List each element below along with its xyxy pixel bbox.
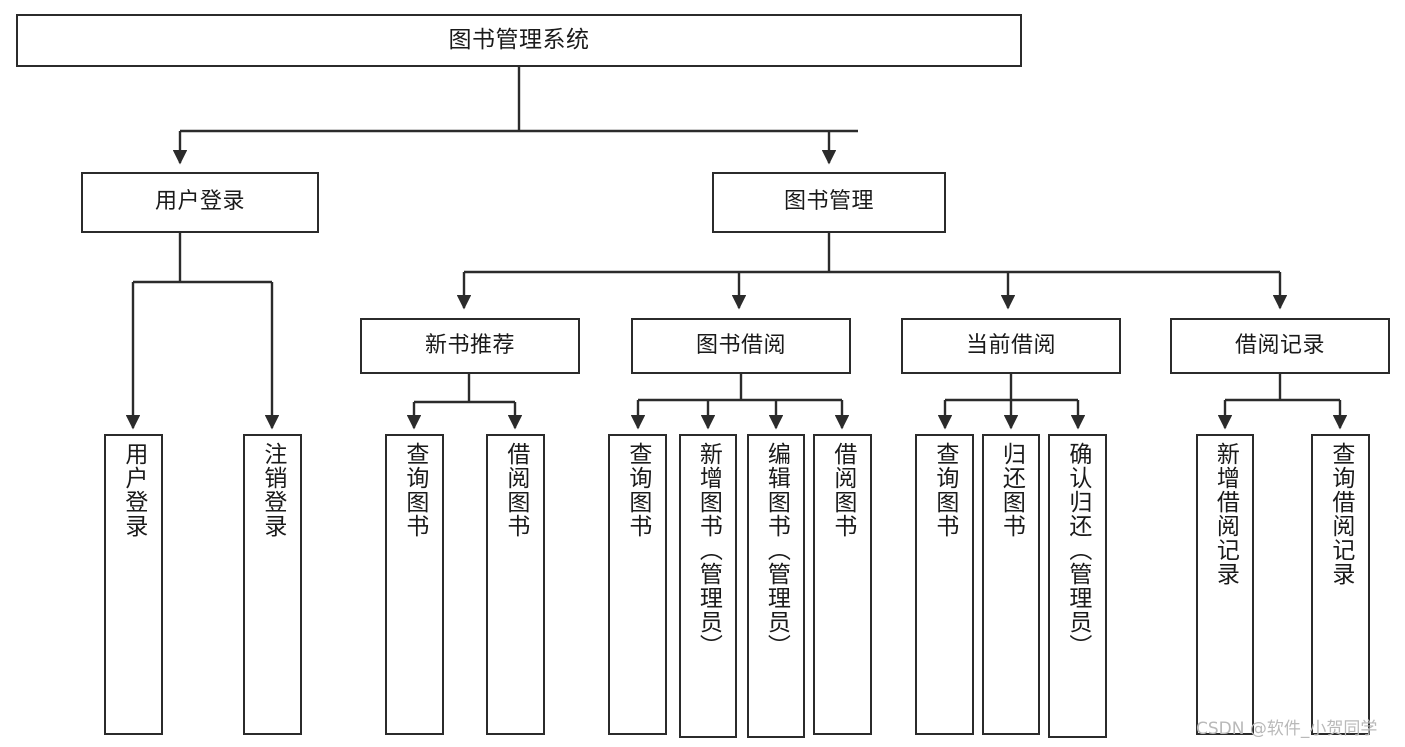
node-label: 归还图书	[998, 442, 1025, 538]
node-label: 用户登录	[154, 189, 245, 215]
node-root-system[interactable]: 图书管理系统	[16, 14, 1022, 67]
node-leaf-user-login[interactable]: 用户登录	[104, 434, 163, 735]
node-label: 借阅记录	[1234, 332, 1325, 358]
node-current-borrow[interactable]: 当前借阅	[901, 318, 1121, 374]
node-book-manage[interactable]: 图书管理	[712, 172, 946, 233]
node-label: 查询图书	[624, 442, 651, 538]
node-leaf-borrow-book-recommend[interactable]: 借阅图书	[486, 434, 545, 735]
node-leaf-query-book-borrow[interactable]: 查询图书	[608, 434, 667, 735]
node-leaf-confirm-return-admin[interactable]: 确认归还（管理员）	[1048, 434, 1107, 738]
node-label: 图书管理系统	[448, 26, 590, 53]
node-label: 编辑图书（管理员）	[763, 442, 790, 658]
node-label: 新增借阅记录	[1212, 442, 1239, 586]
node-leaf-return-book[interactable]: 归还图书	[982, 434, 1040, 735]
node-label: 用户登录	[120, 442, 147, 538]
node-label: 当前借阅	[965, 332, 1056, 358]
node-book-borrow[interactable]: 图书借阅	[631, 318, 851, 374]
node-label: 新增图书（管理员）	[695, 442, 722, 658]
node-label: 查询图书	[401, 442, 428, 538]
node-user-login[interactable]: 用户登录	[81, 172, 319, 233]
node-label: 图书管理	[783, 189, 874, 215]
node-borrow-record[interactable]: 借阅记录	[1170, 318, 1390, 374]
csdn-watermark: CSDN @软件_小贺同学	[1196, 719, 1378, 739]
node-leaf-add-borrow-record[interactable]: 新增借阅记录	[1196, 434, 1254, 735]
node-leaf-query-book-recommend[interactable]: 查询图书	[385, 434, 444, 735]
node-label: 查询图书	[931, 442, 958, 538]
node-label: 借阅图书	[829, 442, 856, 538]
node-leaf-edit-book-admin[interactable]: 编辑图书（管理员）	[747, 434, 805, 738]
node-label: 确认归还（管理员）	[1064, 442, 1091, 658]
node-label: 注销登录	[259, 442, 286, 538]
node-leaf-logout[interactable]: 注销登录	[243, 434, 302, 735]
node-label: 查询借阅记录	[1327, 442, 1354, 586]
node-label: 图书借阅	[695, 332, 786, 358]
node-leaf-add-book-admin[interactable]: 新增图书（管理员）	[679, 434, 737, 738]
node-leaf-borrow-book-borrow[interactable]: 借阅图书	[813, 434, 872, 735]
node-label: 新书推荐	[424, 332, 515, 358]
node-leaf-query-book-current[interactable]: 查询图书	[915, 434, 974, 735]
node-leaf-query-borrow-record[interactable]: 查询借阅记录	[1311, 434, 1370, 735]
node-label: 借阅图书	[502, 442, 529, 538]
node-new-book-recommend[interactable]: 新书推荐	[360, 318, 580, 374]
